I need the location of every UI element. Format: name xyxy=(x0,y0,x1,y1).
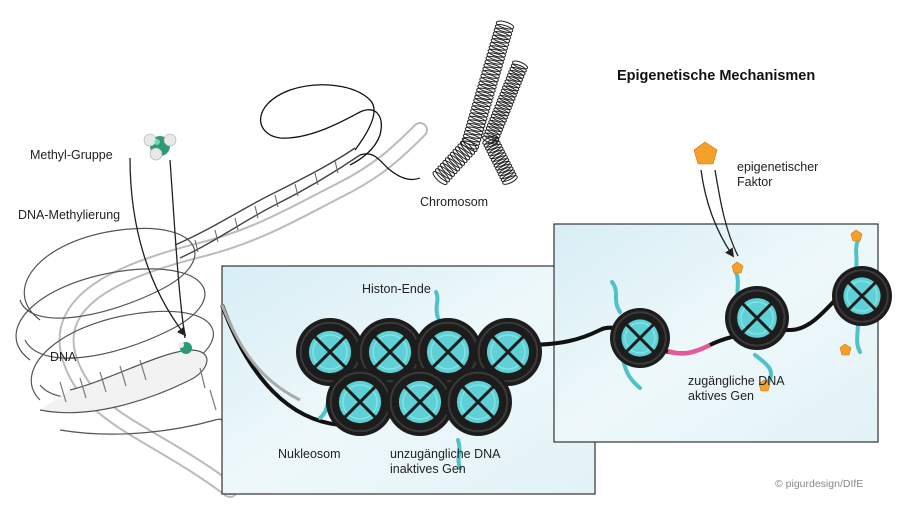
active-chromatin-panel xyxy=(553,223,879,443)
label-histone-tail: Histon-Ende xyxy=(362,282,431,296)
accessible-dna-segment xyxy=(667,342,712,356)
label-inaccessible-dna: unzugängliche DNA xyxy=(390,447,501,461)
methyl-on-dna-icon xyxy=(178,342,192,354)
methyl-molecule-icon xyxy=(143,133,177,161)
epigenetic-factor-icon xyxy=(693,141,718,165)
label-inactive-gene: inaktives Gen xyxy=(390,462,466,476)
label-chromosome: Chromosom xyxy=(420,195,489,209)
nucleosome-icon xyxy=(356,318,424,386)
nucleosome-icon xyxy=(444,368,512,436)
label-active-gene: aktives Gen xyxy=(688,389,755,403)
label-epigenetic-factor: epigenetischer xyxy=(737,160,819,174)
nucleosome-icon xyxy=(386,368,454,436)
nucleosome-icon xyxy=(610,308,670,368)
label-dna: DNA xyxy=(50,350,77,364)
label-factor: Faktor xyxy=(737,175,773,189)
label-methyl-group: Methyl-Gruppe xyxy=(30,148,113,162)
label-dna-methylation: DNA-Methylierung xyxy=(18,208,121,222)
nucleosome-icon xyxy=(326,368,394,436)
nucleosome-icon xyxy=(832,266,892,326)
image-credit: © pigurdesign/DIfE xyxy=(775,478,864,490)
label-nucleosome: Nukleosom xyxy=(278,447,341,461)
diagram-title: Epigenetische Mechanismen xyxy=(617,68,816,84)
nucleosome-icon xyxy=(474,318,542,386)
dna-helix-icon xyxy=(15,84,428,498)
nucleosome-icon xyxy=(414,318,482,386)
label-accessible-dna: zugängliche DNA xyxy=(688,374,785,388)
factor-arrow xyxy=(700,169,735,258)
nucleosome-icon xyxy=(725,286,789,350)
methylation-arrow xyxy=(129,157,187,337)
chromosome-icon xyxy=(432,20,529,185)
factor-bound-markers xyxy=(731,229,863,392)
nucleosome-group xyxy=(296,266,892,436)
